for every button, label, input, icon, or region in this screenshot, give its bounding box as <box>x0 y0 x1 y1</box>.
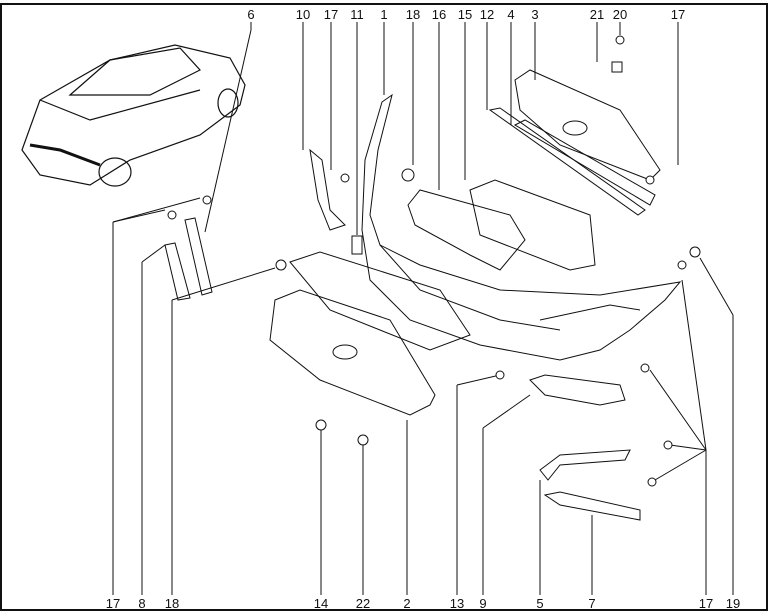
screw-22 <box>357 434 369 446</box>
screw-17 <box>167 210 177 220</box>
nut-19 <box>689 246 701 258</box>
callout-label: 12 <box>479 7 495 22</box>
part-12-trim-strip <box>488 107 646 216</box>
part-11-clip <box>351 235 363 255</box>
part-5-trim <box>539 449 631 481</box>
callout-label: 11 <box>350 7 364 22</box>
callout-label: 22 <box>355 596 371 611</box>
screw-17 <box>645 175 655 185</box>
part-15-grille-mesh <box>469 179 596 271</box>
screw-17 <box>647 477 657 487</box>
grille-emblem <box>562 120 588 136</box>
callout-label: 2 <box>403 596 411 611</box>
bottom-leader-lines <box>112 197 734 595</box>
part-3-upper-grille <box>514 69 661 181</box>
callout-label: 14 <box>313 596 329 611</box>
clip-18 <box>275 259 287 271</box>
callout-label: 13 <box>449 596 465 611</box>
screw-13 <box>495 370 505 380</box>
callout-label: 17 <box>105 596 121 611</box>
callout-label: 19 <box>725 596 741 611</box>
callout-label: 15 <box>457 7 473 22</box>
fasteners <box>167 35 701 487</box>
nut-21 <box>611 61 623 73</box>
screw-17 <box>340 173 350 183</box>
callout-label: 1 <box>380 7 388 22</box>
part-9-fog-bezel <box>529 374 626 406</box>
part-7-trim <box>543 491 641 521</box>
callout-label: 18 <box>164 596 180 611</box>
part-10-bracket <box>309 148 346 231</box>
part-6-bracket <box>184 217 213 296</box>
lower-grille-emblem <box>332 344 358 360</box>
callout-label: 21 <box>589 7 605 22</box>
top-leader-lines <box>204 22 679 235</box>
car-illustration <box>21 44 246 187</box>
callout-label: 18 <box>405 7 421 22</box>
screw-17 <box>677 260 687 270</box>
part-2-lower-grille <box>269 289 436 416</box>
callout-label: 6 <box>247 7 255 22</box>
screw-20 <box>615 35 625 45</box>
callout-label: 17 <box>698 596 714 611</box>
callout-label: 9 <box>479 596 487 611</box>
part-16-absorber <box>407 189 526 271</box>
screw-17 <box>640 363 650 373</box>
part-1-bumper <box>361 93 682 361</box>
callout-label: 5 <box>536 596 544 611</box>
part-8-bracket <box>164 242 191 301</box>
callout-label: 4 <box>507 7 515 22</box>
callout-label: 3 <box>531 7 539 22</box>
screw-17 <box>663 440 673 450</box>
diagram-frame <box>0 3 768 611</box>
part-4-grille-strip <box>513 119 656 206</box>
screw-14 <box>315 419 327 431</box>
callout-label: 16 <box>431 7 447 22</box>
part-radiator-cover <box>289 251 471 351</box>
callout-label: 8 <box>138 596 146 611</box>
callout-label: 7 <box>588 596 596 611</box>
screw-17 <box>202 195 212 205</box>
callout-label: 17 <box>670 7 686 22</box>
clip-18 <box>401 168 415 182</box>
callout-label: 20 <box>612 7 628 22</box>
callout-label: 10 <box>295 7 311 22</box>
callout-label: 17 <box>323 7 339 22</box>
